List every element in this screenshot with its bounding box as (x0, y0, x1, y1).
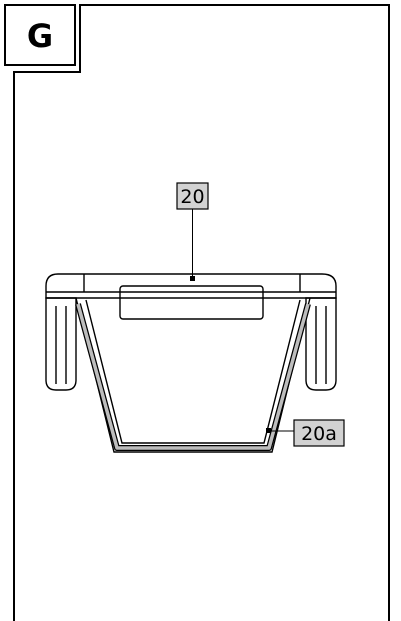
callout-box-main (176, 182, 209, 210)
step-letter: G (27, 17, 53, 55)
tray-body-inner (85, 299, 301, 444)
callout-main-part: 20 (176, 182, 209, 281)
right-mounting-clip (305, 297, 337, 391)
left-mounting-clip (45, 297, 77, 391)
callout-seal-part: 20a (266, 419, 345, 447)
callout-box-seal (293, 419, 345, 447)
front-label-recess (119, 285, 264, 320)
door-shelf (45, 273, 337, 453)
leader-dot-main (190, 276, 195, 281)
callout-label-seal: 20a (301, 423, 337, 445)
seal-strip-fill (76, 303, 310, 450)
leader-dot-seal (266, 428, 271, 433)
callout-label-main: 20 (180, 186, 204, 208)
step-letter-box (4, 4, 76, 66)
panel-frame: G (4, 4, 390, 621)
